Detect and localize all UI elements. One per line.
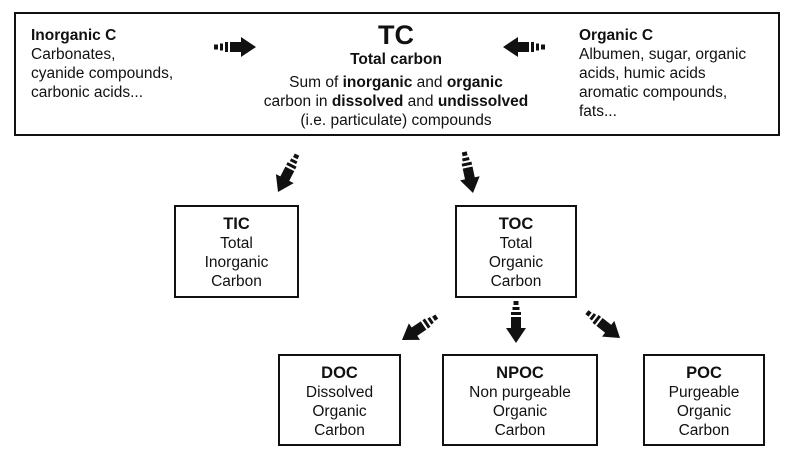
organic-line-4: fats... [579, 103, 617, 120]
toc-line-3: Carbon [490, 273, 542, 290]
npoc-box: NPOC Non purgeable Organic Carbon [442, 354, 598, 446]
inorganic-carbon-text: Inorganic C Carbonates, cyanide compound… [31, 26, 211, 102]
toc-line-2: Organic [488, 254, 544, 271]
doc-line-1: Dissolved [305, 384, 374, 401]
inorganic-line-1: Carbonates, [31, 46, 116, 63]
doc-code: DOC [321, 364, 358, 382]
toc-line-1: Total [499, 235, 533, 252]
doc-box: DOC Dissolved Organic Carbon [278, 354, 401, 446]
poc-code: POC [686, 364, 722, 382]
tc-box: Inorganic C Carbonates, cyanide compound… [14, 12, 780, 136]
tc-desc-p3: carbon in [263, 93, 332, 110]
tc-desc-p4: and [403, 93, 438, 110]
tc-subtitle: Total carbon [350, 51, 442, 68]
arrow-toc-to-doc-icon [396, 308, 443, 349]
toc-box: TOC Total Organic Carbon [455, 205, 577, 298]
arrow-tc-to-tic-icon [269, 150, 306, 197]
arrow-toc-to-poc-icon [580, 304, 627, 346]
organic-line-3: aromatic compounds, [579, 84, 728, 101]
npoc-line-3: Carbon [494, 422, 546, 439]
inorganic-heading: Inorganic C [31, 27, 117, 44]
doc-line-2: Organic [312, 403, 367, 420]
tc-desc-organic: organic [446, 74, 503, 91]
organic-heading: Organic C [579, 27, 654, 44]
tic-box: TIC Total Inorganic Carbon [174, 205, 299, 298]
arrow-inorganic-to-tc-icon [214, 37, 256, 57]
tc-desc-p5: (i.e. particulate) compounds [300, 112, 492, 129]
tic-code: TIC [223, 215, 250, 233]
tc-desc-p2: and [412, 74, 447, 91]
organic-line-2: acids, humic acids [579, 65, 706, 82]
poc-line-2: Organic [676, 403, 732, 420]
arrow-tc-to-toc-icon [454, 149, 483, 196]
npoc-line-2: Organic [492, 403, 548, 420]
inorganic-line-2: cyanide compounds, [31, 65, 174, 82]
poc-line-3: Carbon [678, 422, 730, 439]
tic-line-1: Total [220, 235, 253, 252]
inorganic-line-3: carbonic acids... [31, 84, 143, 101]
tc-description: Sum of inorganic and organic carbon in d… [226, 73, 566, 130]
tc-center: TC Total carbon Sum of inorganic and org… [226, 20, 566, 130]
tic-line-2: Inorganic [204, 254, 269, 271]
tc-desc-undissolved: undissolved [437, 93, 529, 110]
arrow-organic-to-tc-icon [503, 37, 545, 57]
doc-line-3: Carbon [314, 422, 365, 439]
tic-line-3: Carbon [211, 273, 262, 290]
npoc-code: NPOC [496, 364, 544, 382]
organic-carbon-text: Organic C Albumen, sugar, organic acids,… [579, 26, 779, 121]
npoc-line-1: Non purgeable [469, 384, 571, 401]
tc-title: TC [378, 20, 414, 50]
toc-code: TOC [498, 215, 534, 233]
organic-line-1: Albumen, sugar, organic [579, 46, 747, 63]
poc-box: POC Purgeable Organic Carbon [643, 354, 765, 446]
tc-desc-p1: Sum of [289, 74, 343, 91]
tc-desc-dissolved: dissolved [331, 93, 404, 110]
tc-desc-inorganic: inorganic [342, 74, 413, 91]
arrow-toc-to-npoc-icon [506, 301, 526, 343]
poc-line-1: Purgeable [668, 384, 740, 401]
